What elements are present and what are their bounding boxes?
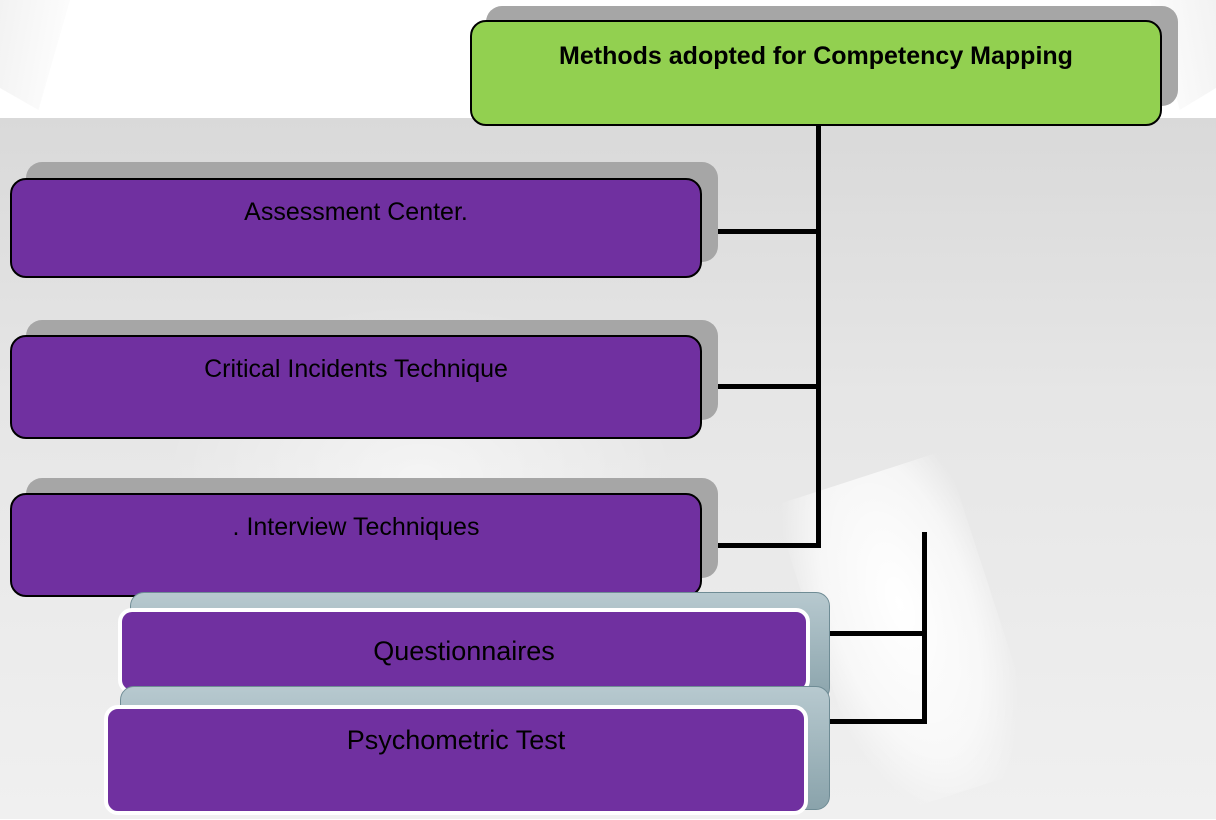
root-node-label: Methods adopted for Competency Mapping [559, 42, 1073, 70]
connector-root-trunk [816, 124, 821, 548]
method-critical-incidents: Critical Incidents Technique [10, 335, 702, 439]
method-assessment-center-label: Assessment Center. [244, 198, 468, 226]
connector-psychometric-test [808, 719, 927, 724]
method-psychometric-test: Psychometric Test [104, 705, 808, 815]
method-interview-techniques: . Interview Techniques [10, 493, 702, 597]
connector-interview-techniques [700, 543, 821, 548]
method-interview-techniques-label: . Interview Techniques [232, 513, 480, 541]
connector-critical-incidents [700, 384, 821, 389]
method-questionnaires-label: Questionnaires [373, 635, 555, 666]
connector-questionnaires [808, 631, 927, 636]
method-questionnaires: Questionnaires [118, 608, 810, 694]
connector-assessment-center [700, 229, 821, 234]
decorative-corner-left [0, 0, 70, 110]
connector-secondary-trunk [922, 532, 927, 724]
method-psychometric-test-label: Psychometric Test [346, 724, 566, 755]
method-critical-incidents-label: Critical Incidents Technique [204, 355, 508, 383]
method-assessment-center: Assessment Center. [10, 178, 702, 278]
root-node: Methods adopted for Competency Mapping [470, 20, 1162, 126]
